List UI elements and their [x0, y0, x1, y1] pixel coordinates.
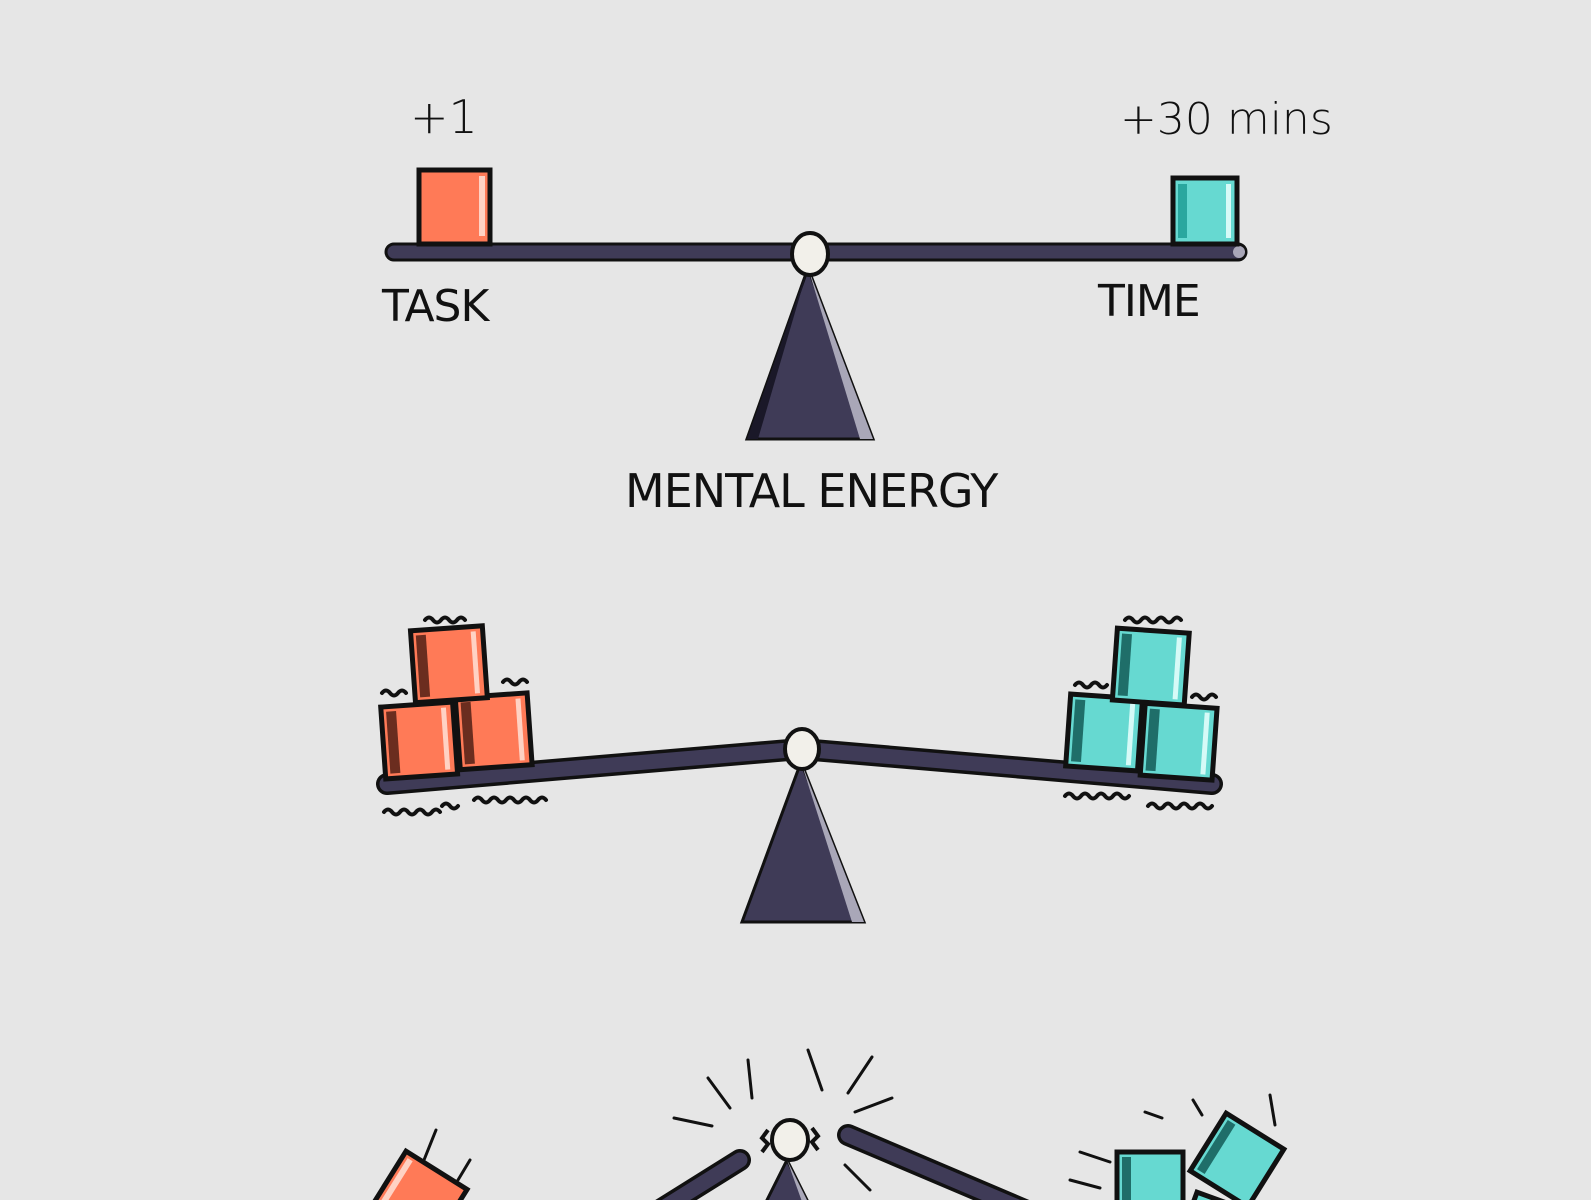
time-block	[1170, 175, 1240, 247]
time-delta-label: +30 mins	[1120, 94, 1333, 145]
task-delta-label: +1	[410, 90, 478, 144]
scale-balanced-single	[384, 167, 1248, 441]
mental-energy-label: MENTAL ENERGY	[625, 464, 998, 518]
burst-lines	[672, 1048, 894, 1192]
falling-time-blocks	[1114, 1109, 1288, 1200]
scale-breaking	[364, 1048, 1288, 1200]
pivot-1	[790, 231, 830, 277]
time-block-stack	[1062, 625, 1220, 783]
task-block-stack	[378, 623, 535, 782]
wobble-marks	[380, 615, 1218, 817]
task-label: TASK	[382, 281, 489, 332]
scale-balanced-stacked	[376, 615, 1223, 924]
fulcrum-3	[765, 1156, 809, 1200]
pivot-2	[783, 727, 821, 771]
time-label: TIME	[1098, 276, 1201, 327]
falling-task-block	[364, 1147, 471, 1200]
task-block	[416, 167, 493, 247]
pivot-3	[770, 1118, 810, 1162]
